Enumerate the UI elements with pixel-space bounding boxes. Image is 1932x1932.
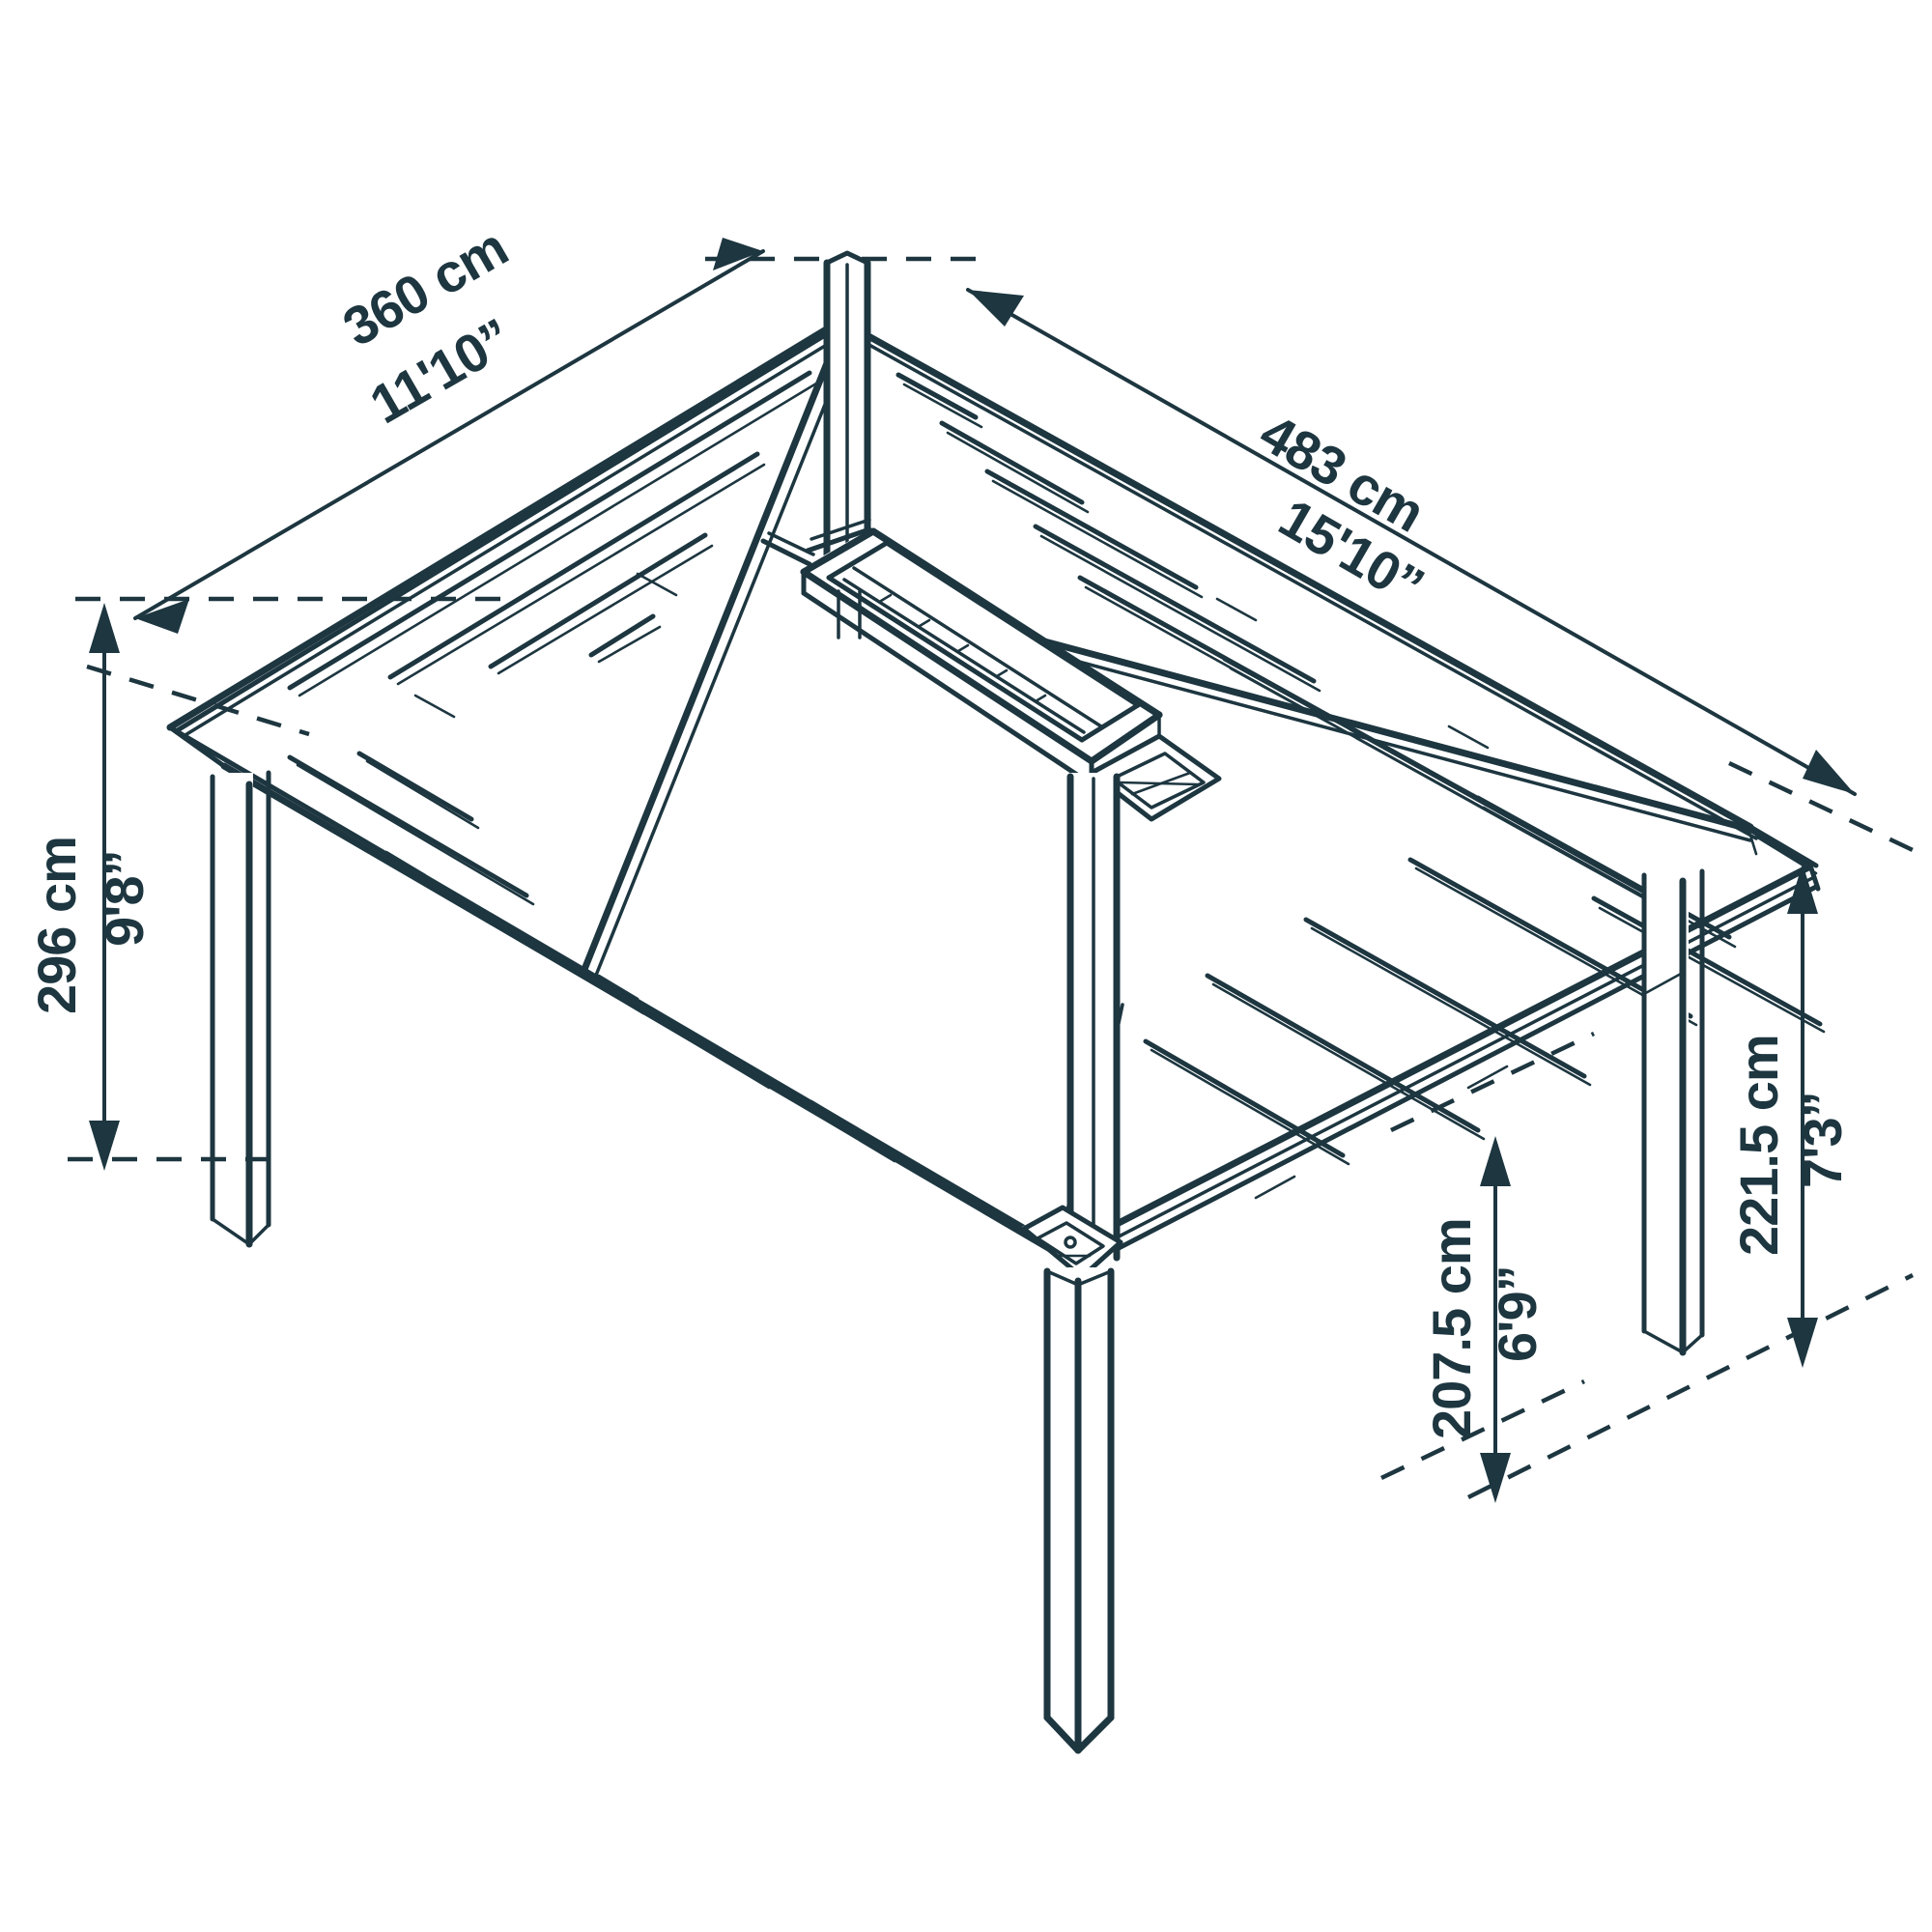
center-hub-bracket <box>1089 733 1222 822</box>
ext-line-left-lower <box>86 664 310 737</box>
back-post <box>837 589 862 639</box>
ext-line-right-upper <box>1728 760 1914 853</box>
dimension-overall-height: 296 cm 9'8” <box>26 603 155 1171</box>
ext-line-inner-lower <box>1380 1378 1585 1481</box>
gazebo-structure <box>166 250 1826 1754</box>
front-corner-connector <box>1021 1205 1123 1280</box>
eave-height-imperial-label: 7'3” <box>1792 1092 1853 1188</box>
clearance-metric-label: 207.5 cm <box>1421 1218 1482 1439</box>
eave-fascia-details <box>384 572 1683 1200</box>
roof-left-slope <box>166 317 856 980</box>
dimension-clearance-height: 207.5 cm 6'9” <box>1421 1136 1548 1503</box>
eave-height-metric-label: 221.5 cm <box>1728 1035 1789 1256</box>
ext-line-right-lower <box>1466 1272 1915 1500</box>
roof-surface-fills <box>169 324 1806 1285</box>
center-column <box>1066 773 1121 1262</box>
clearance-imperial-label: 6'9” <box>1487 1265 1548 1362</box>
right-post <box>1641 868 1705 1356</box>
front-center-post <box>1043 1267 1115 1754</box>
ridge-beam-assembly <box>760 518 1163 787</box>
overall-height-imperial-label: 9'8” <box>94 850 155 947</box>
dimension-eave-height: 221.5 cm 7'3” <box>1728 864 1853 1368</box>
roof-front-left-slope <box>167 724 1068 1263</box>
overall-height-metric-label: 296 cm <box>26 837 87 1014</box>
left-post <box>210 770 271 1248</box>
ext-line-inner-upper <box>1390 1031 1595 1133</box>
